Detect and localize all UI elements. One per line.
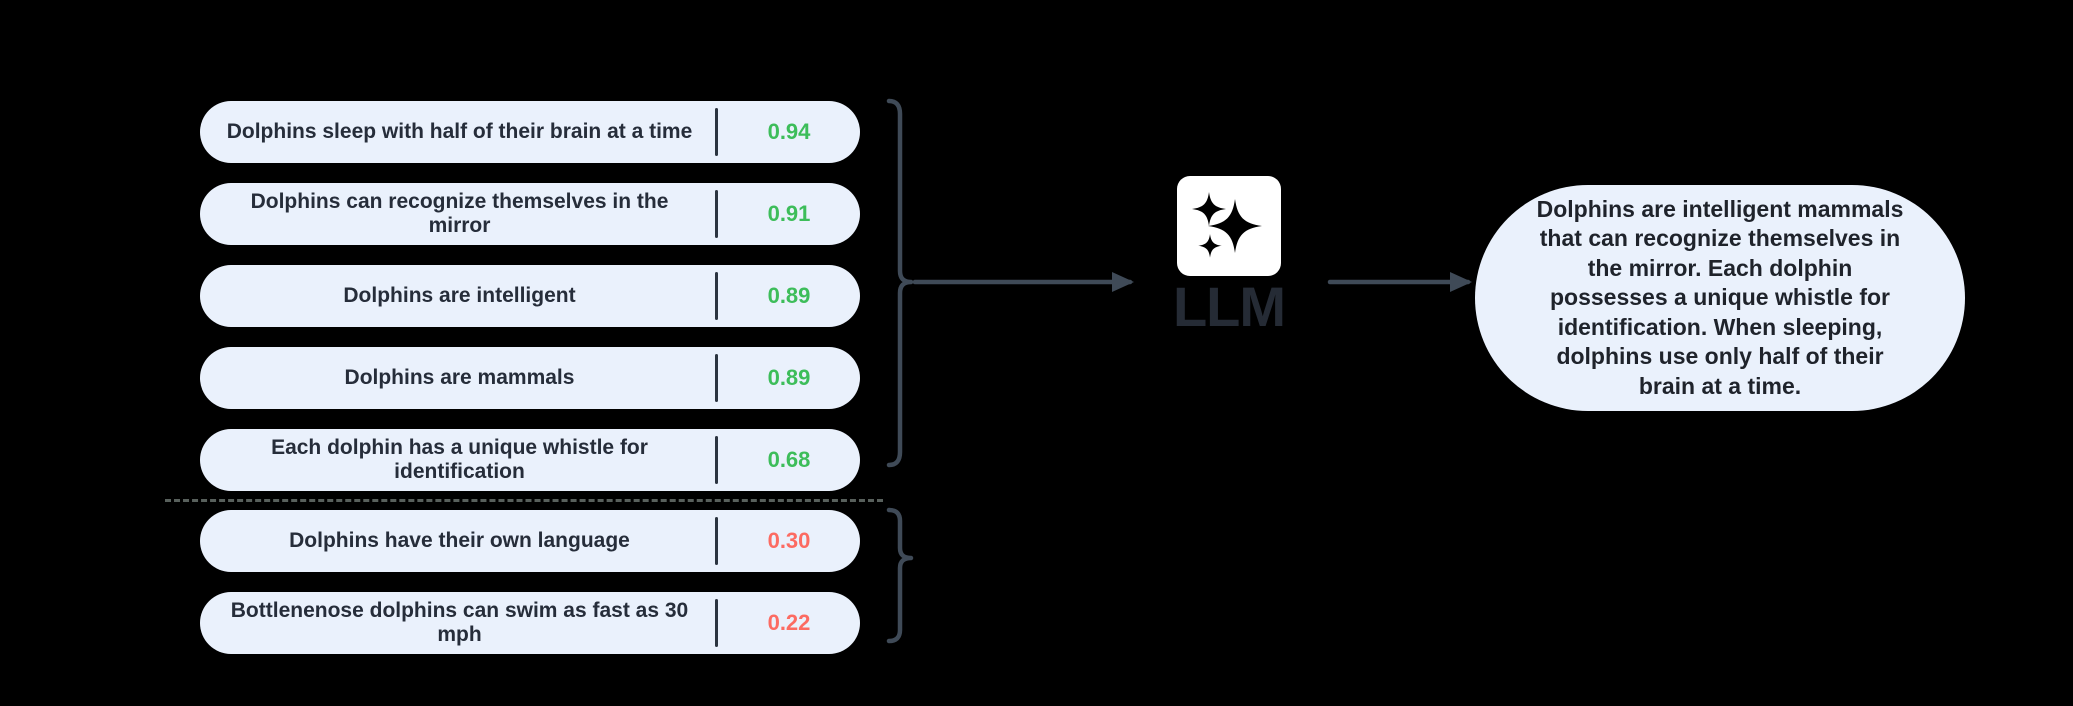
- claim-pill[interactable]: Dolphins sleep with half of their brain …: [200, 101, 860, 163]
- claim-divider: [715, 108, 718, 156]
- claim-pill[interactable]: Dolphins are mammals 0.89: [200, 347, 860, 409]
- brace-supported: [886, 98, 914, 468]
- claim-divider: [715, 354, 718, 402]
- claim-text: Bottlenenose dolphins can swim as fast a…: [230, 598, 689, 646]
- arrow-claims-to-llm-head: [1112, 272, 1134, 292]
- claim-score: 0.94: [767, 119, 811, 144]
- claim-divider: [715, 436, 718, 484]
- claim-pill[interactable]: Bottlenenose dolphins can swim as fast a…: [200, 592, 860, 654]
- sparkles-icon: [1177, 176, 1281, 276]
- claim-pill[interactable]: Dolphins have their own language 0.30: [200, 510, 860, 572]
- claim-text: Dolphins sleep with half of their brain …: [226, 119, 693, 143]
- claim-score: 0.68: [767, 447, 811, 472]
- claim-text: Dolphins are mammals: [344, 365, 575, 389]
- claim-text: Each dolphin has a unique whistle for id…: [271, 435, 648, 483]
- threshold-divider: [165, 499, 883, 502]
- claim-score: 0.91: [767, 201, 811, 226]
- claim-divider: [715, 517, 718, 565]
- claim-score: 0.89: [767, 283, 811, 308]
- claim-divider: [715, 190, 718, 238]
- claim-pill[interactable]: Dolphins are intelligent 0.89: [200, 265, 860, 327]
- claim-text: Dolphins are intelligent: [343, 283, 576, 307]
- brace-rejected: [886, 507, 914, 644]
- claim-score: 0.89: [767, 365, 811, 390]
- llm-output-bubble: Dolphins are intelligent mammals that ca…: [1475, 185, 1965, 411]
- llm-output-text: Dolphins are intelligent mammals that ca…: [1536, 195, 1904, 399]
- claim-score: 0.22: [767, 610, 811, 635]
- claim-pill[interactable]: Dolphins can recognize themselves in the…: [200, 183, 860, 245]
- llm-label: LLM: [1172, 275, 1286, 338]
- claim-score: 0.30: [767, 528, 811, 553]
- claim-text: Dolphins have their own language: [289, 528, 630, 552]
- claim-divider: [715, 599, 718, 647]
- llm-node: LLM: [1165, 176, 1293, 337]
- claim-divider: [715, 272, 718, 320]
- claim-text: Dolphins can recognize themselves in the…: [250, 189, 669, 237]
- claim-pill[interactable]: Each dolphin has a unique whistle for id…: [200, 429, 860, 491]
- arrow-llm-to-output-head: [1450, 272, 1472, 292]
